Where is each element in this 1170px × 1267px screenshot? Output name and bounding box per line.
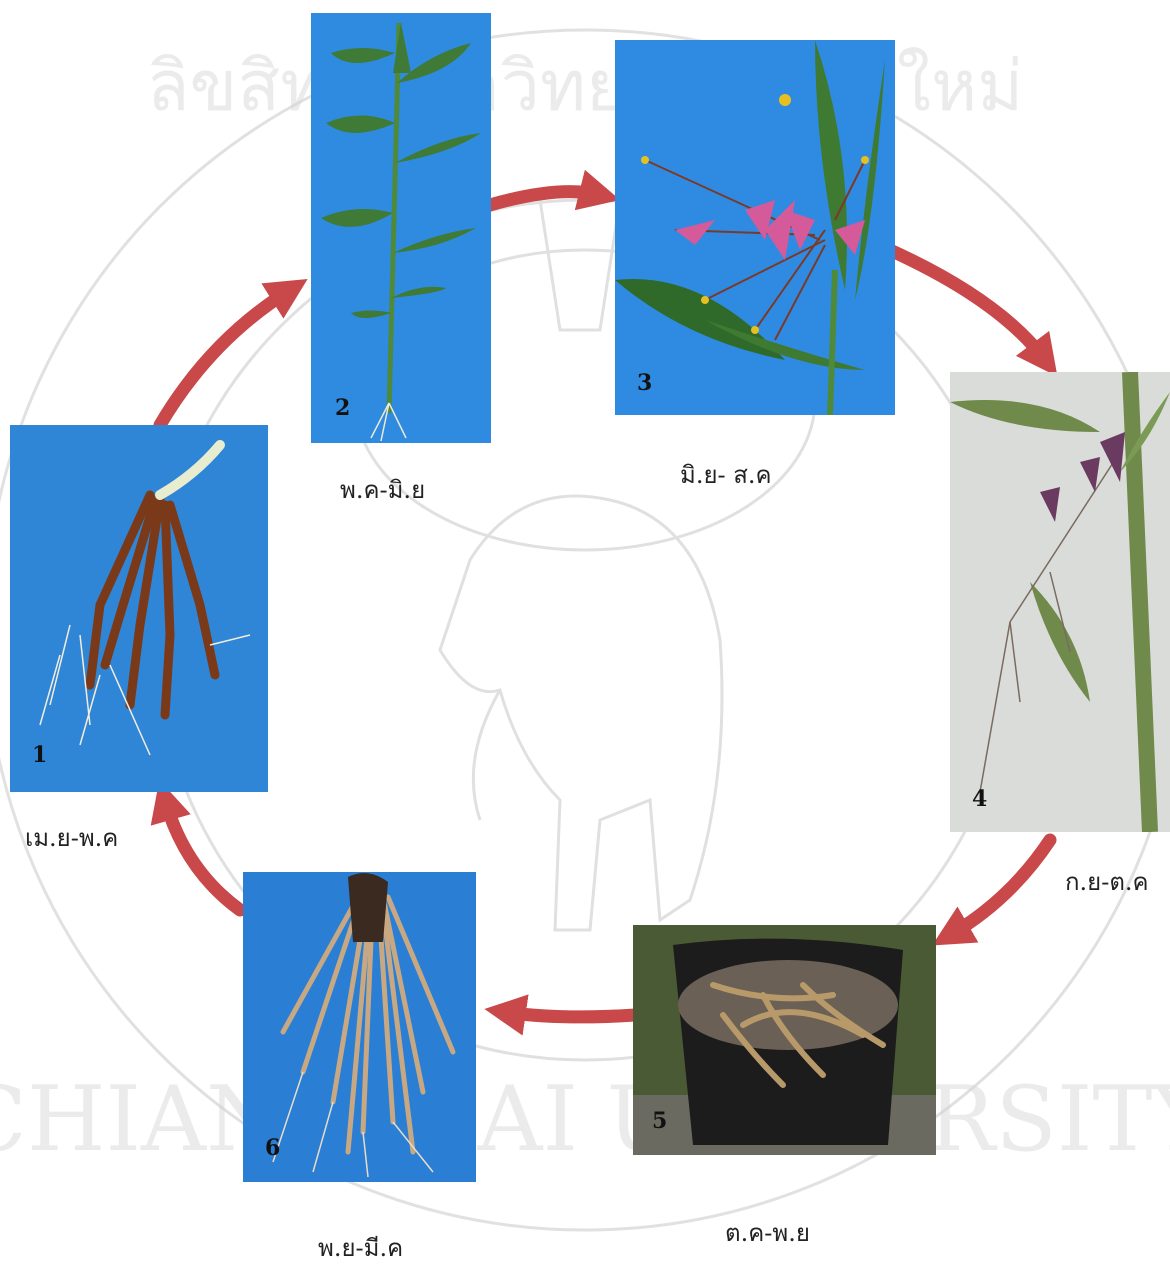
stage-number-3: 3: [637, 370, 652, 396]
photo-stage-4: [950, 372, 1170, 832]
stage-period-2: พ.ค-มิ.ย: [340, 470, 425, 509]
photo-stage-5: [633, 925, 936, 1155]
photo-stage-2: [311, 13, 491, 443]
stage-period-3: มิ.ย- ส.ค: [680, 455, 772, 494]
arrow-2-to-3: [490, 192, 600, 205]
stage-number-1: 1: [32, 742, 47, 768]
arrow-3-to-4: [890, 250, 1045, 360]
arrow-6-to-1: [165, 800, 240, 910]
arrow-1-to-2: [160, 290, 290, 425]
arrow-5-to-6: [505, 1012, 635, 1017]
stage-number-5: 5: [652, 1108, 667, 1134]
stage-number-2: 2: [335, 395, 350, 421]
arrow-4-to-5: [950, 840, 1050, 935]
stage-period-4: ก.ย-ต.ค: [1065, 862, 1149, 901]
stage-period-6: พ.ย-มี.ค: [318, 1228, 403, 1267]
stage-number-4: 4: [972, 786, 987, 812]
photo-stage-1: [10, 425, 268, 792]
stage-period-5: ต.ค-พ.ย: [725, 1213, 810, 1252]
photo-stage-3: [615, 40, 895, 415]
stage-period-1: เม.ย-พ.ค: [25, 818, 118, 857]
stage-number-6: 6: [265, 1135, 280, 1161]
